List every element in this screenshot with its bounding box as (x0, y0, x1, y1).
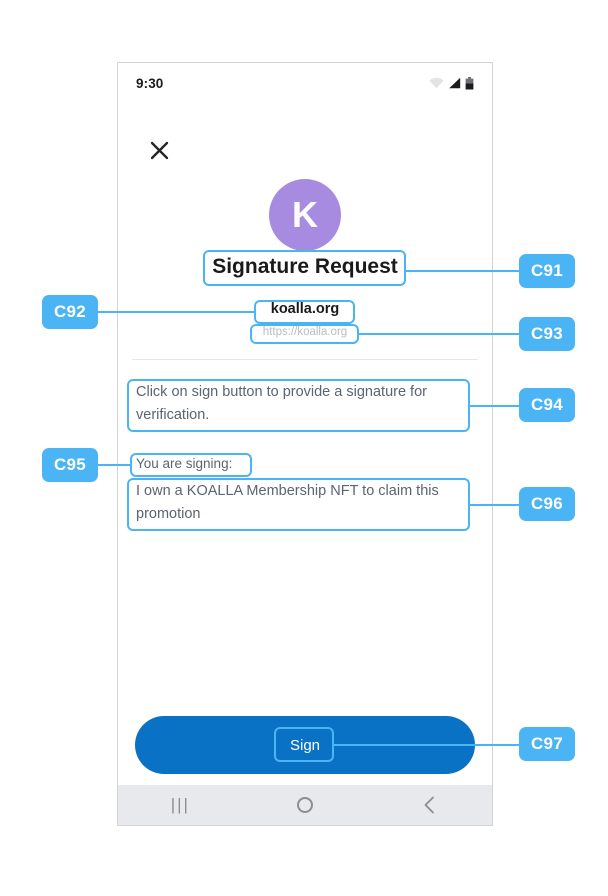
site-url: https://koalla.org (262, 326, 348, 338)
instruction-text: Click on sign button to provide a signat… (136, 384, 427, 424)
signing-label: You are signing: (136, 456, 233, 471)
status-bar: 9:30 (118, 63, 492, 103)
annotation-badge-c95: C95 (42, 448, 98, 482)
annotation-badge-c93: C93 (519, 317, 575, 351)
android-nav-bar: ||| (118, 785, 492, 825)
nav-recents-button[interactable]: ||| (150, 785, 210, 825)
divider (132, 359, 478, 360)
phone-frame: 9:30 K (117, 62, 493, 826)
annotation-badge-c96: C96 (519, 487, 575, 521)
battery-icon (465, 76, 474, 89)
signing-message: I own a KOALLA Membership NFT to claim t… (136, 483, 439, 523)
site-avatar: K (269, 179, 341, 251)
recents-icon: ||| (170, 795, 190, 814)
back-chevron-icon (424, 796, 435, 814)
page-title: Signature Request (212, 255, 398, 278)
status-bar-time: 9:30 (136, 75, 164, 91)
cellular-signal-icon (449, 77, 461, 89)
annotation-badge-c94: C94 (519, 388, 575, 422)
status-bar-icons (429, 76, 474, 90)
site-domain: koalla.org (270, 301, 340, 317)
nav-back-button[interactable] (400, 785, 460, 825)
wifi-icon (429, 77, 444, 89)
sign-button-label: Sign (289, 736, 321, 754)
home-circle-icon (296, 797, 313, 813)
nav-home-button[interactable] (275, 785, 335, 825)
close-button[interactable] (146, 137, 172, 163)
sign-button[interactable]: Sign (135, 716, 475, 774)
close-icon (150, 141, 168, 159)
annotation-badge-c92: C92 (42, 295, 98, 329)
annotation-badge-c91: C91 (519, 254, 575, 288)
avatar-letter: K (292, 194, 318, 235)
annotation-badge-c97: C97 (519, 727, 575, 761)
